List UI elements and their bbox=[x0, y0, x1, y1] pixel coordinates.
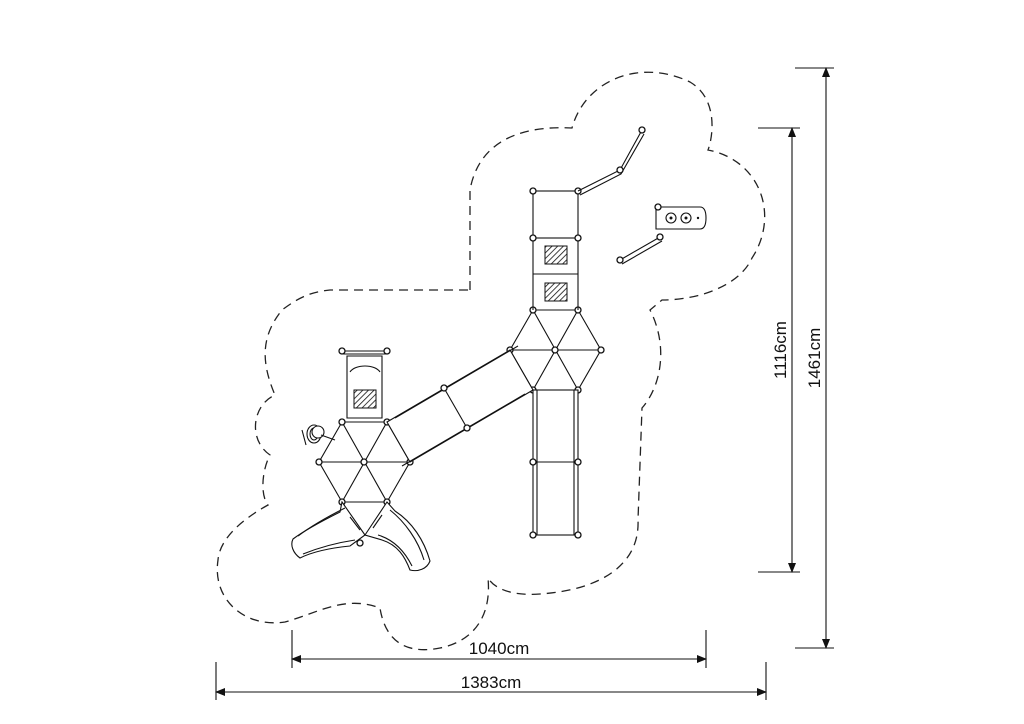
vertical-bridge bbox=[529, 389, 582, 539]
dimension-label-height-outer: 1461cm bbox=[805, 328, 824, 388]
slide-right bbox=[364, 501, 431, 572]
activity-panel bbox=[654, 203, 707, 230]
dimension-height-outer bbox=[795, 67, 834, 649]
spring-rider bbox=[301, 424, 336, 446]
slide-left bbox=[291, 500, 366, 559]
rope-rail-upper bbox=[577, 126, 646, 196]
dimension-label-width-outer: 1383cm bbox=[461, 673, 521, 692]
dimension-label-width-inner: 1040cm bbox=[469, 639, 529, 658]
dimension-label-height-inner: 1116cm bbox=[771, 321, 790, 379]
dimension-width-outer bbox=[215, 662, 767, 700]
left-tower-ladder bbox=[338, 347, 391, 419]
rope-rail-lower bbox=[616, 233, 664, 265]
dimension-width-inner bbox=[291, 630, 707, 668]
top-tower-ladder bbox=[529, 187, 582, 310]
diagonal-bridge bbox=[386, 345, 534, 467]
dimension-height-inner bbox=[758, 127, 800, 573]
